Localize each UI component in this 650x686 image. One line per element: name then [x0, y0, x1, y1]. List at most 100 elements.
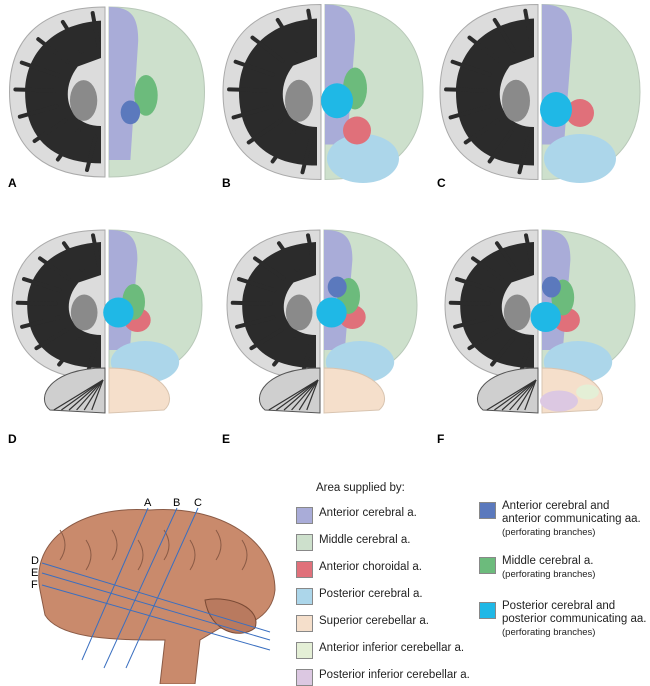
section-b-posterior-cerebral-territory — [327, 134, 399, 183]
section-e-gyrus — [230, 300, 273, 306]
section-f-gyrus — [454, 277, 495, 293]
cut-label-b: B — [173, 497, 181, 509]
section-e-pca-perforating-territory — [316, 297, 347, 328]
legend-swatch — [296, 642, 313, 659]
legend-item-mca-perforating: Middle cerebral a.(perforating branches) — [479, 555, 595, 581]
section-f-pca-perforating-territory — [530, 302, 561, 332]
section-c-anterior-choroidal-territory — [566, 99, 594, 127]
legend-swatch — [479, 502, 496, 519]
section-b-white-matter — [239, 18, 317, 166]
cut-label-a: A — [144, 497, 152, 509]
section-b-gyrus — [300, 136, 314, 175]
section-e-gyrus — [306, 233, 316, 267]
cut-label-f: F — [31, 579, 38, 591]
section-b-anterior-choroidal-territory — [343, 116, 371, 145]
panel-label-e: E — [222, 432, 231, 446]
section-f-gyrus — [448, 300, 491, 306]
section-d-superior-cerebellar-territory — [108, 367, 170, 414]
legend-label: Superior cerebellar a. — [319, 615, 429, 627]
section-f-white-matter — [460, 242, 534, 368]
section-f-gyrus — [453, 315, 494, 329]
section-d-pca-perforating-territory — [103, 297, 134, 328]
section-b-gyrus — [246, 118, 283, 145]
section-b-gyrus — [227, 87, 272, 93]
section-d-folia — [61, 379, 104, 411]
section-e-folia — [291, 379, 319, 411]
section-e-gyrus — [235, 315, 276, 329]
section-f-folia — [524, 379, 537, 411]
section-d-folia — [68, 379, 104, 411]
section-e-folia — [276, 379, 319, 411]
section-c-white-matter — [456, 18, 534, 166]
section-e-gyrus — [276, 241, 300, 272]
legend-label: Middle cerebral a. — [319, 534, 411, 546]
legend-label: Anterior inferior cerebellar a. — [319, 642, 465, 654]
legend-label: Posterior cerebral and — [502, 600, 616, 612]
sagittal-sulcus — [111, 529, 118, 561]
section-d-gyrus — [34, 327, 69, 351]
section-b-gyrus — [270, 129, 297, 164]
legend-swatch — [296, 588, 313, 605]
legend-label: Posterior cerebral a. — [319, 588, 423, 600]
legend-title: Area supplied by: — [316, 482, 405, 494]
legend-item-posterior-cerebral: Posterior cerebral a. — [296, 588, 423, 605]
section-e-gyrus — [236, 277, 277, 293]
legend-swatch — [479, 602, 496, 619]
section-c-gyrus — [450, 59, 492, 77]
cut-line-b — [103, 507, 178, 669]
section-c-gyrus — [448, 104, 491, 120]
section-f-folia — [494, 379, 537, 411]
section-f-aca-perforating-territory — [541, 276, 561, 298]
section-a-gyrus — [90, 11, 101, 49]
legend-label: anterior communicating aa. — [502, 513, 641, 525]
section-d-white-matter — [27, 242, 102, 368]
section-d-folia — [91, 379, 104, 411]
section-f-folia — [486, 379, 537, 411]
section-d-gyrus — [15, 300, 58, 306]
section-d-gyrus — [91, 233, 101, 267]
section-f-folia — [501, 379, 537, 411]
legend-sublabel: (perforating branches) — [502, 627, 596, 638]
cut-label-d: D — [31, 555, 39, 567]
sagittal-sulcus — [241, 539, 248, 571]
legend-item-anterior-cerebral: Anterior cerebral a. — [296, 507, 417, 524]
section-a-gyrus — [36, 37, 70, 64]
section-e-gyrus — [272, 337, 297, 367]
legend-item-anterior-inferior-cerebellar: Anterior inferior cerebellar a. — [296, 642, 464, 659]
section-a-gyrus — [13, 87, 57, 93]
section-b-pca-perforating-territory — [321, 83, 353, 119]
section-f-folia — [516, 379, 537, 411]
section-a-gyrus — [17, 104, 59, 119]
cut-label-e: E — [31, 567, 39, 579]
section-d-folia — [83, 379, 104, 411]
section-d-gyrus — [57, 337, 82, 367]
section-c-gyrus — [523, 8, 534, 48]
section-f-gyrus — [471, 256, 504, 281]
section-a-aca-perforating-territory — [120, 100, 141, 125]
sagittal-sulcus — [59, 529, 66, 561]
panel-label-b: B — [222, 176, 231, 190]
section-a-basal-ganglia — [69, 80, 98, 121]
panel-label-f: F — [437, 432, 445, 446]
section-e-folia — [298, 379, 319, 411]
section-f-gyrus — [467, 327, 502, 351]
section-e-white-matter — [242, 242, 316, 368]
section-e-gyrus — [253, 256, 286, 281]
legend-label: posterior communicating aa. — [502, 613, 647, 625]
section-f-gyrus — [524, 233, 534, 267]
sagittal-sulcus — [215, 529, 222, 561]
section-f-gyrus — [490, 337, 515, 367]
section-a-gyrus — [19, 60, 61, 78]
section-d-basal-ganglia — [70, 294, 98, 331]
section-f-aica-territory — [576, 384, 599, 400]
section-b-gyrus — [275, 17, 299, 53]
section-a-gyrus — [32, 118, 68, 143]
section-d-gyrus — [21, 277, 62, 293]
section-b-gyrus — [306, 8, 317, 48]
legend-label: Anterior cerebral a. — [319, 507, 417, 519]
section-d-folia — [53, 379, 104, 411]
section-c-gyrus — [517, 136, 531, 175]
section-c-gyrus — [444, 87, 489, 93]
